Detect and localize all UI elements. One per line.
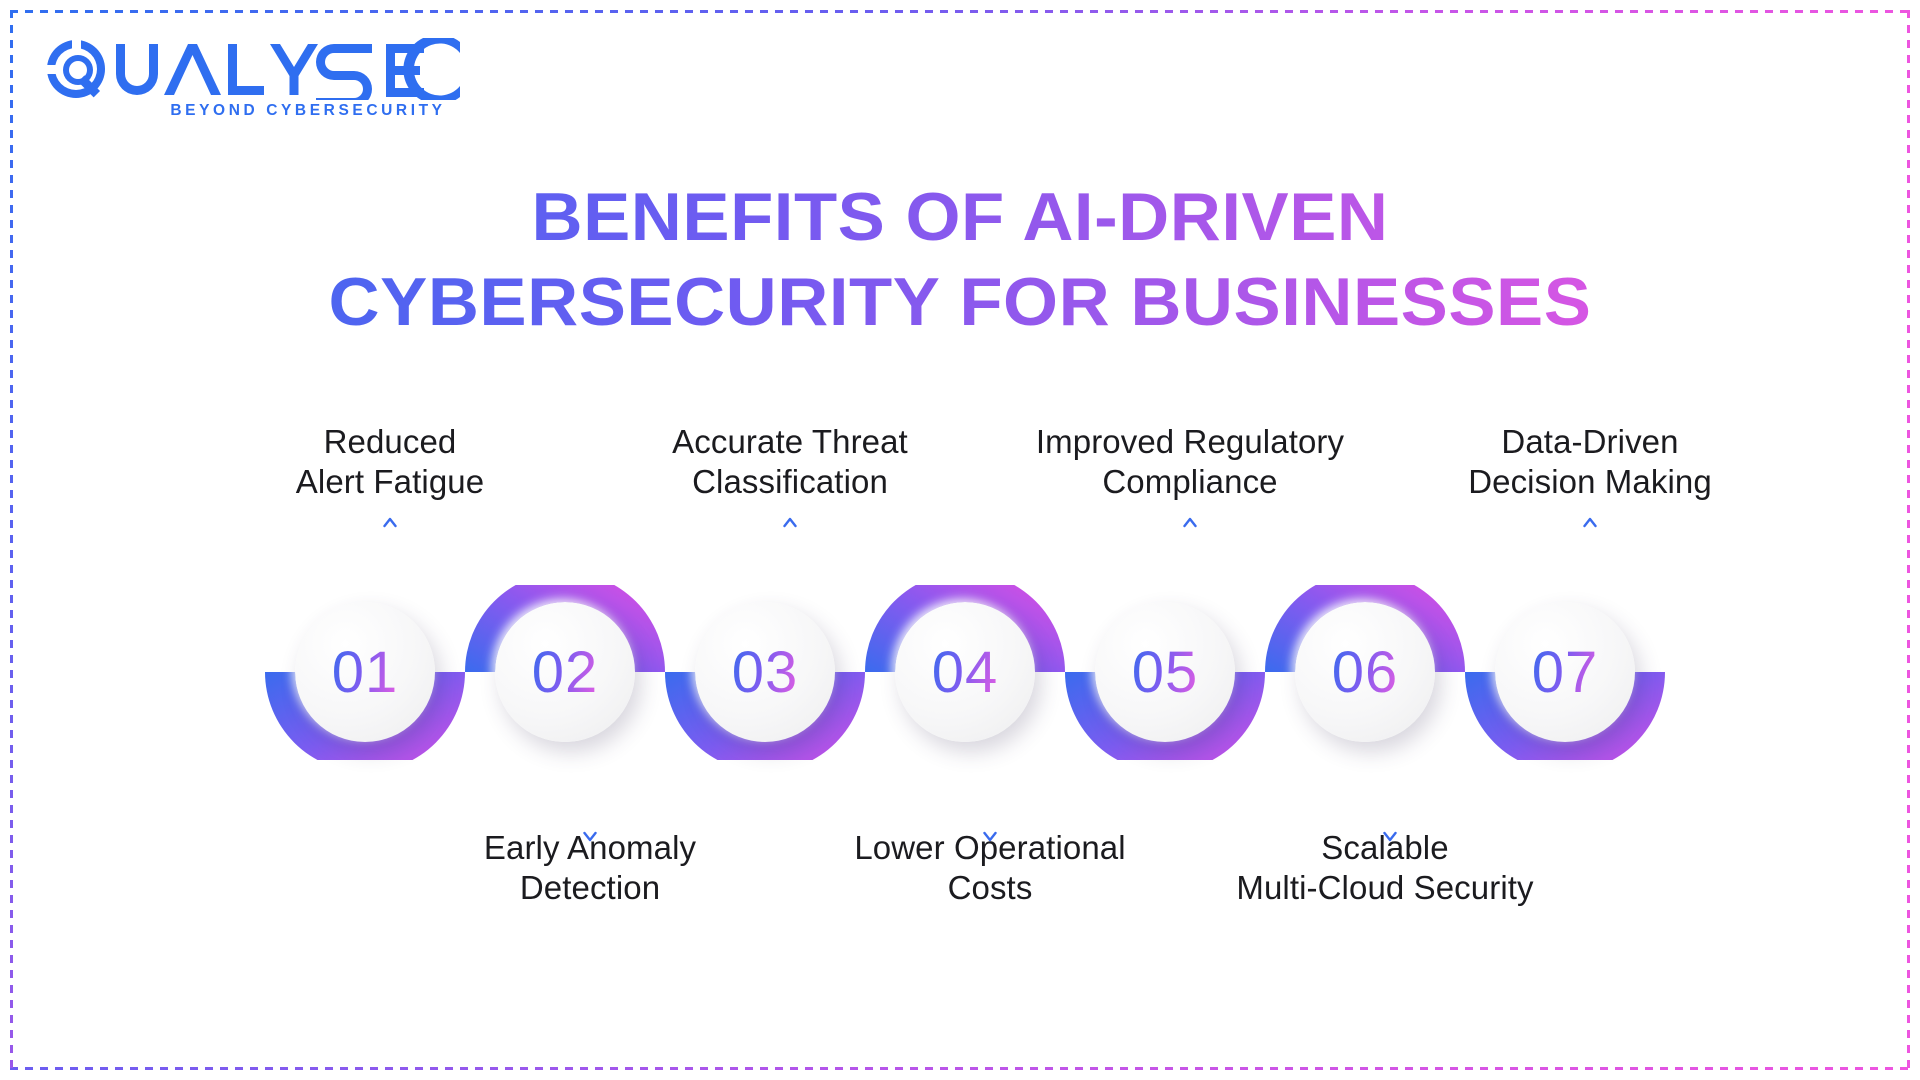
page-title: BENEFITS OF AI-DRIVEN CYBERSECURITY FOR … — [10, 175, 1910, 345]
step-node-01[interactable]: 01 — [295, 602, 435, 742]
step-label-04: Lower Operational Costs — [770, 828, 1210, 909]
frame-border-top — [10, 10, 1910, 13]
step-label-line-2: Classification — [692, 463, 888, 501]
connector-up-03 — [783, 515, 797, 587]
frame-border-right — [1907, 10, 1910, 1070]
step-node-06[interactable]: 06 — [1295, 602, 1435, 742]
steps-timeline: 01 02 03 04 05 06 07 — [265, 585, 1675, 760]
step-number: 01 — [331, 639, 399, 705]
step-label-line-1: Improved Regulatory — [1035, 423, 1345, 460]
step-label-line-1: Reduced — [323, 423, 457, 460]
step-label-line-1: Accurate Threat — [672, 423, 908, 460]
step-label-line-2: Compliance — [1102, 463, 1278, 501]
step-number: 07 — [1531, 639, 1599, 705]
step-node-02[interactable]: 02 — [495, 602, 635, 742]
step-node-04[interactable]: 04 — [895, 602, 1035, 742]
frame-border-left — [10, 10, 13, 1070]
step-label-line-1: Scalable — [1321, 829, 1449, 866]
step-node-03[interactable]: 03 — [695, 602, 835, 742]
connector-down-06 — [1383, 772, 1397, 844]
step-label-05: Improved Regulatory Compliance — [970, 422, 1410, 503]
connector-up-07 — [1583, 515, 1597, 587]
brand-logo: BEYOND CYBERSECURITY — [42, 38, 462, 120]
page-title-line-1: BENEFITS OF AI-DRIVEN — [0, 175, 1920, 260]
step-label-line-2: Multi-Cloud Security — [1236, 869, 1534, 907]
brand-tagline: BEYOND CYBERSECURITY — [170, 102, 446, 119]
step-number: 04 — [931, 639, 999, 705]
infographic-frame: BEYOND CYBERSECURITY BENEFITS OF AI-DRIV… — [10, 10, 1910, 1070]
step-label-03: Accurate Threat Classification — [590, 422, 990, 503]
step-number: 06 — [1331, 639, 1399, 705]
step-label-02: Early Anomaly Detection — [390, 828, 790, 909]
step-label-line-2: Decision Making — [1468, 463, 1712, 501]
connector-down-04 — [983, 772, 997, 844]
step-label-line-1: Data-Driven — [1501, 423, 1679, 460]
step-number: 02 — [531, 639, 599, 705]
qualysec-wordmark-icon — [42, 38, 460, 100]
step-label-line-1: Early Anomaly — [483, 829, 697, 866]
step-node-07[interactable]: 07 — [1495, 602, 1635, 742]
frame-border-bottom — [10, 1067, 1910, 1070]
connector-up-05 — [1183, 515, 1197, 587]
step-label-line-2: Detection — [519, 869, 661, 907]
step-number: 05 — [1131, 639, 1199, 705]
step-number: 03 — [731, 639, 799, 705]
step-label-line-2: Alert Fatigue — [295, 463, 485, 501]
step-label-06: Scalable Multi-Cloud Security — [1165, 828, 1605, 909]
step-label-line-1: Lower Operational — [854, 829, 1126, 866]
step-label-01: Reduced Alert Fatigue — [190, 422, 590, 503]
connector-up-01 — [383, 515, 397, 587]
connector-down-02 — [583, 772, 597, 844]
step-node-05[interactable]: 05 — [1095, 602, 1235, 742]
step-label-07: Data-Driven Decision Making — [1390, 422, 1790, 503]
page-title-line-2: CYBERSECURITY FOR BUSINESSES — [0, 260, 1920, 345]
step-label-line-2: Costs — [947, 869, 1033, 907]
